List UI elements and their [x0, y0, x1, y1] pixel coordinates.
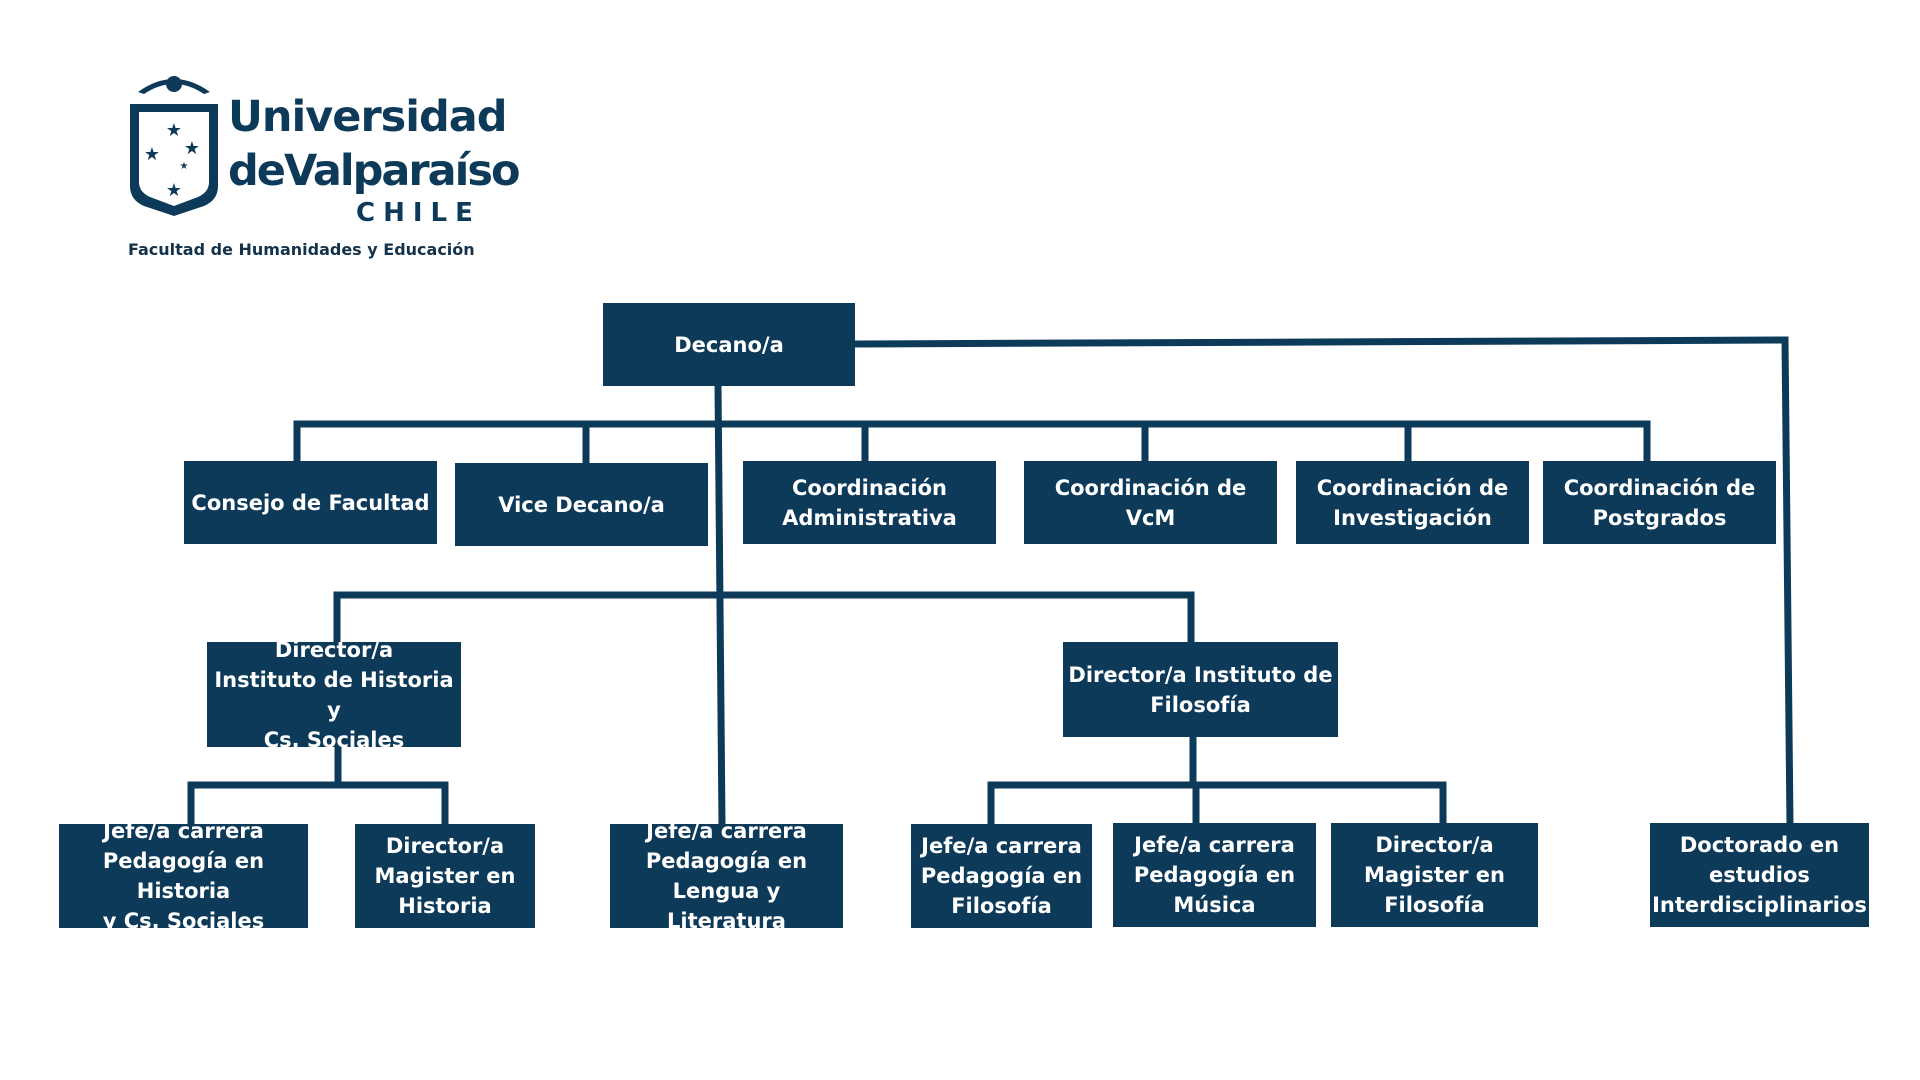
connector-filosofia-children: [987, 734, 1447, 829]
svg-text:★: ★: [144, 144, 160, 165]
crest-icon: ★ ★ ★ ★ ★: [130, 76, 218, 216]
node-label: Consejo de Facultad: [191, 490, 430, 515]
node-label: Coordinación de Investigación: [1316, 475, 1509, 530]
node-director-instituto-historia[interactable]: Director/a Instituto de Historia y Cs. S…: [207, 638, 461, 752]
faculty-name: Facultad de Humanidades y Educación: [128, 240, 475, 259]
node-dean[interactable]: Decano/a: [603, 303, 855, 386]
node-director-instituto-filosofia[interactable]: Director/a Instituto de Filosofía: [1063, 642, 1338, 737]
node-doctorado-interdisciplinarios[interactable]: Doctorado en estudios Interdisciplinario…: [1650, 823, 1869, 927]
university-logo: ★ ★ ★ ★ ★ Universidad deValparaíso CHILE…: [128, 68, 521, 268]
node-label: Jefe/a carrera Pedagogía en Historia y C…: [102, 819, 265, 933]
node-jefe-carrera-historia[interactable]: Jefe/a carrera Pedagogía en Historia y C…: [59, 819, 308, 933]
node-consejo-de-facultad[interactable]: Consejo de Facultad: [184, 461, 437, 544]
connector-level2-bus: [333, 591, 1195, 647]
node-label: Jefe/a carrera Pedagogía en Filosofía: [920, 834, 1083, 918]
node-label: Director/a Instituto de Historia y Cs. S…: [214, 637, 454, 752]
node-director-magister-filosofia[interactable]: Director/a Magister en Filosofía: [1331, 823, 1538, 927]
node-label: Jefe/a carrera Pedagogía en Lengua y Lit…: [645, 819, 808, 933]
node-label: Decano/a: [674, 332, 784, 357]
node-coordinacion-investigacion[interactable]: Coordinación de Investigación: [1296, 461, 1529, 544]
node-jefe-carrera-lengua-literatura[interactable]: Jefe/a carrera Pedagogía en Lengua y Lit…: [610, 819, 843, 933]
node-label: Jefe/a carrera Pedagogía en Música: [1133, 833, 1296, 917]
connector-dean-doctorado: [849, 336, 1794, 829]
svg-text:★: ★: [184, 138, 200, 159]
connector-level1-bus: [293, 420, 1651, 467]
svg-text:★: ★: [166, 120, 182, 141]
logo-wordmark-line1: Universidad: [228, 92, 508, 142]
node-label: Coordinación de Postgrados: [1563, 475, 1756, 530]
node-label: Doctorado en estudios Interdisciplinario…: [1652, 833, 1867, 917]
connector-historia-children: [187, 744, 449, 829]
node-coordinacion-vcm[interactable]: Coordinación de VcM: [1024, 461, 1277, 544]
node-label: Coordinación Administrativa: [782, 475, 957, 530]
connector-dean-trunk: [714, 381, 726, 829]
node-vice-dean[interactable]: Vice Decano/a: [455, 463, 708, 546]
node-jefe-carrera-filosofia[interactable]: Jefe/a carrera Pedagogía en Filosofía: [911, 824, 1092, 928]
node-jefe-carrera-musica[interactable]: Jefe/a carrera Pedagogía en Música: [1113, 823, 1316, 927]
node-director-magister-historia[interactable]: Director/a Magister en Historia: [355, 824, 535, 928]
logo-wordmark-line2: deValparaíso: [228, 146, 521, 196]
svg-text:★: ★: [180, 161, 189, 172]
node-label: Director/a Magister en Historia: [374, 834, 516, 918]
node-label: Vice Decano/a: [498, 492, 665, 517]
logo-country: CHILE: [356, 198, 481, 228]
node-label: Director/a Magister en Filosofía: [1364, 833, 1505, 917]
node-coordinacion-postgrados[interactable]: Coordinación de Postgrados: [1543, 461, 1776, 544]
node-label: Coordinación de VcM: [1054, 475, 1247, 530]
node-coordinacion-administrativa[interactable]: Coordinación Administrativa: [743, 461, 996, 544]
node-label: Director/a Instituto de Filosofía: [1068, 662, 1333, 717]
svg-text:★: ★: [166, 180, 182, 201]
